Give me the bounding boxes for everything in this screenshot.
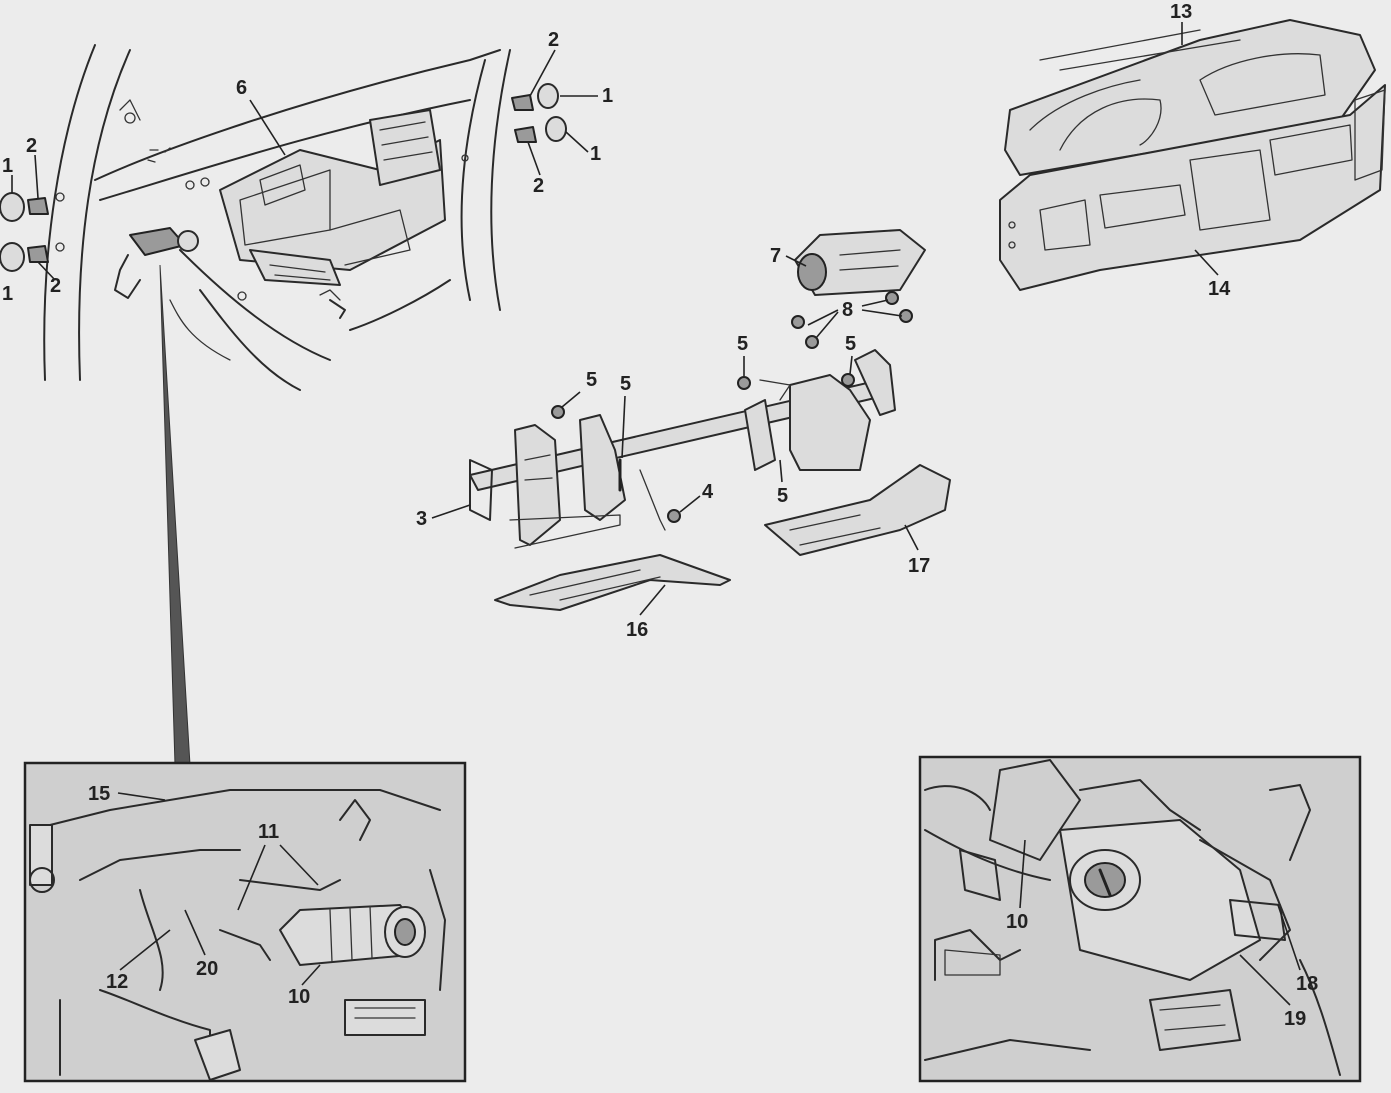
callout-16: 16 xyxy=(626,619,648,641)
callout-13: 13 xyxy=(1170,1,1192,23)
callout-2: 2 xyxy=(26,135,37,157)
instrument-panel xyxy=(999,19,1386,291)
airbag-module xyxy=(794,229,926,296)
lower-trim-left xyxy=(494,554,731,611)
callout-7: 7 xyxy=(770,245,781,267)
crossmember-assembly xyxy=(469,229,926,549)
heater-assembly-view xyxy=(0,44,567,391)
callout-1: 1 xyxy=(590,143,601,165)
callout-19: 19 xyxy=(1284,1008,1306,1030)
callout-15: 15 xyxy=(88,783,110,805)
callout-5: 5 xyxy=(845,333,856,355)
heater-unit xyxy=(219,109,446,301)
callout-18: 18 xyxy=(1296,973,1318,995)
callout-10: 10 xyxy=(1006,911,1028,933)
callout-2: 2 xyxy=(50,275,61,297)
callout-5: 5 xyxy=(586,369,597,391)
callout-1: 1 xyxy=(2,155,13,177)
callout-14: 14 xyxy=(1208,278,1231,300)
callout-3: 3 xyxy=(416,508,427,530)
callout-12: 12 xyxy=(106,971,128,993)
zoom-wedge xyxy=(159,264,191,766)
callout-5: 5 xyxy=(620,373,631,395)
callout-4: 4 xyxy=(702,481,714,503)
callout-2: 2 xyxy=(548,29,559,51)
callout-2: 2 xyxy=(533,175,544,197)
callout-6: 6 xyxy=(236,77,247,99)
callout-10: 10 xyxy=(288,986,310,1008)
callout-11: 11 xyxy=(258,821,279,843)
callout-8: 8 xyxy=(842,299,853,321)
callout-20: 20 xyxy=(196,958,218,980)
switch-closeup-left xyxy=(23,761,467,1083)
callout-5: 5 xyxy=(777,485,788,507)
callout-5: 5 xyxy=(737,333,748,355)
callout-1: 1 xyxy=(2,283,13,305)
lower-trim-right xyxy=(764,464,951,556)
ignition-switch-cylinder xyxy=(279,904,426,966)
callout-1: 1 xyxy=(602,85,613,107)
switch-closeup-right xyxy=(918,755,1362,1083)
ignition-switch-small xyxy=(114,227,199,299)
callout-17: 17 xyxy=(908,555,930,577)
lock-cylinder xyxy=(1059,819,1261,981)
